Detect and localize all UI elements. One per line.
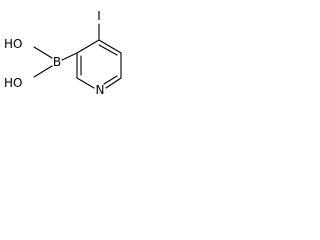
structure-canvas: I HO B HO N xyxy=(0,0,161,120)
boron-label: B xyxy=(53,55,61,69)
hydroxyl-bottom-label: HO xyxy=(4,76,22,90)
bond-boron-oh-top xyxy=(33,46,53,59)
bond-boron-oh-bottom xyxy=(33,65,53,78)
hydroxyl-top-label: HO xyxy=(4,37,22,51)
bond-c3-boron xyxy=(61,52,78,61)
ring-bond-c5-c4-inner xyxy=(98,44,118,56)
ring-bond-n-c6-inner xyxy=(103,75,118,85)
ring-bond-c5-c4 xyxy=(98,39,122,54)
ring-bond-c2-n xyxy=(76,77,95,89)
ring-bond-n-c6 xyxy=(105,77,122,89)
pyridine-boronic-acid-structure: I HO B HO N xyxy=(4,9,122,97)
iodine-label: I xyxy=(97,9,101,23)
ring-bond-c4-c3 xyxy=(76,39,100,54)
ring-nitrogen-label: N xyxy=(96,83,105,97)
